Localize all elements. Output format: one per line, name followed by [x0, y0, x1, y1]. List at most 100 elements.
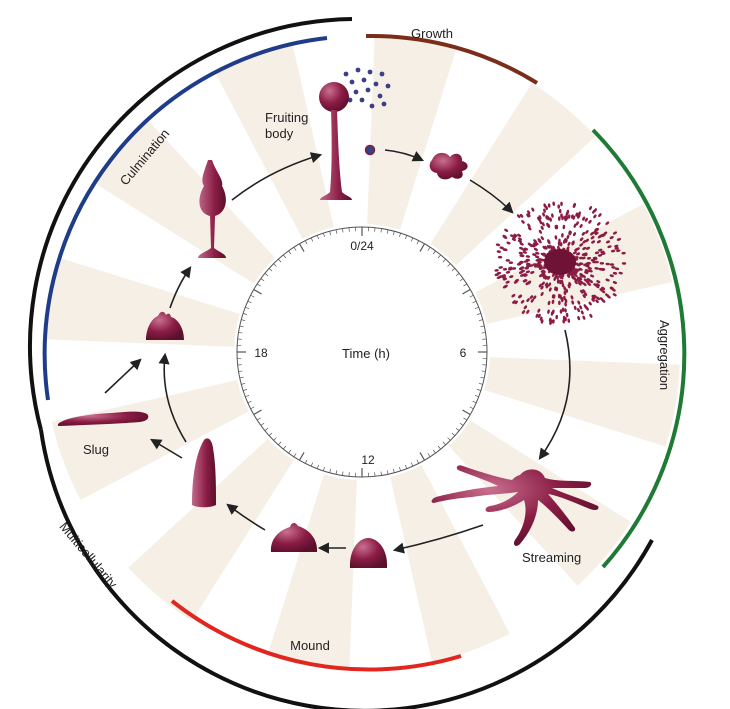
spore-dot	[379, 71, 385, 77]
aggregating-cell	[579, 305, 583, 310]
mound-arc	[170, 599, 462, 672]
aggregating-cell	[588, 301, 592, 306]
aggregating-cell	[621, 251, 626, 255]
aggregating-cell	[562, 319, 566, 324]
aggregating-cell	[575, 221, 579, 226]
outer-ring-upper	[28, 17, 353, 431]
clock-tick	[298, 452, 305, 461]
aggregating-cell	[533, 295, 537, 300]
aggregating-cell	[533, 264, 539, 268]
aggregating-cell	[564, 316, 567, 322]
clock-tick	[474, 395, 479, 398]
aggregating-cell	[525, 281, 530, 286]
arrow-streaming-to-mound	[392, 524, 484, 554]
clock-tick	[293, 453, 297, 458]
aggregating-cell	[530, 271, 535, 274]
outer-ring-lower	[39, 429, 654, 709]
aggregating-cell	[586, 256, 592, 260]
aggregating-cell	[594, 251, 600, 255]
aggregating-cell	[562, 224, 566, 230]
clock-tick	[243, 313, 248, 315]
clock-tick	[380, 471, 382, 476]
aggregating-cell	[537, 313, 541, 319]
clock-tick	[463, 417, 468, 421]
aggregating-cell	[554, 286, 557, 291]
aggregating-cell	[585, 238, 589, 243]
aggregating-cell	[504, 228, 509, 232]
aggregating-cell	[621, 262, 627, 265]
slug-icon	[58, 411, 149, 426]
clock-tick	[268, 432, 273, 436]
clock-tick	[342, 228, 344, 233]
aggregating-cell	[513, 280, 518, 284]
aggregating-cell	[582, 294, 586, 299]
aggregating-cell	[546, 244, 551, 249]
aggregating-cell	[519, 242, 524, 246]
aggregating-cell	[571, 241, 575, 246]
aggregating-cell	[542, 212, 546, 217]
aggregating-cell	[523, 279, 528, 283]
clock-tick	[268, 268, 273, 272]
aggregating-cell	[517, 239, 522, 243]
clock-tick	[241, 382, 246, 385]
clock-tick	[405, 464, 408, 469]
aggregating-cell	[527, 210, 531, 215]
aggregating-cell	[589, 313, 593, 318]
aggregating-cell	[599, 297, 604, 301]
aggregating-cell	[530, 298, 534, 303]
arrow-mound-to-culminant	[169, 266, 192, 309]
aggregating-cell	[561, 307, 565, 312]
multicellularity-label: Multicellularity	[56, 519, 120, 592]
clock-tick	[459, 278, 464, 282]
fruiting-body-icon	[319, 82, 352, 200]
aggregation-label: Aggregation	[657, 320, 672, 390]
aggregating-cell	[581, 231, 586, 236]
aggregating-cell	[518, 294, 523, 299]
aggregating-cell	[556, 275, 560, 280]
aggregating-cell	[573, 223, 577, 228]
aggregation-cloud-icon	[494, 201, 627, 325]
aggregating-cell	[612, 271, 618, 275]
aggregating-cell	[609, 274, 614, 278]
aggregating-cell	[593, 214, 597, 219]
aggregating-cell	[510, 234, 515, 238]
aggregating-cell	[556, 279, 560, 284]
clock-tick	[256, 283, 261, 287]
aggregating-cell	[535, 255, 540, 259]
aggregating-cell	[498, 275, 503, 278]
spore-dot	[369, 103, 375, 109]
aggregating-cell	[570, 295, 574, 300]
aggregating-cell	[495, 243, 501, 247]
aggregating-cell	[525, 258, 531, 262]
aggregating-cell	[544, 245, 548, 250]
aggregating-cell	[582, 282, 587, 287]
clock-tick	[247, 300, 252, 304]
aggregating-cell	[537, 238, 542, 242]
aggregating-cell	[511, 237, 516, 242]
spore-dot	[381, 101, 387, 107]
aggregating-cell	[607, 245, 612, 249]
arrow-finger-to-tipped-mound	[158, 352, 187, 443]
aggregating-cell	[591, 294, 596, 299]
aggregating-cell	[567, 318, 571, 323]
aggregating-cell	[605, 240, 611, 244]
clock-tick	[247, 400, 252, 404]
aggregating-cell	[526, 298, 530, 302]
aggregating-cell	[571, 300, 575, 305]
aggregating-cell	[563, 286, 567, 291]
aggregating-cell	[511, 267, 517, 270]
aggregating-cell	[569, 271, 573, 276]
aggregating-cell	[540, 319, 544, 324]
aggregating-cell	[523, 273, 528, 277]
aggregating-cell	[568, 230, 572, 235]
clock-tick	[288, 250, 292, 255]
aggregating-cell	[558, 300, 561, 305]
clock-tick	[399, 233, 401, 238]
aggregating-cell	[616, 249, 621, 253]
clock-tick	[462, 409, 471, 416]
clock-tick	[250, 406, 255, 410]
spore-dot	[353, 89, 359, 95]
aggregating-cell	[538, 283, 543, 288]
spore-dots-icon	[343, 67, 391, 109]
aggregating-cell	[506, 241, 511, 245]
